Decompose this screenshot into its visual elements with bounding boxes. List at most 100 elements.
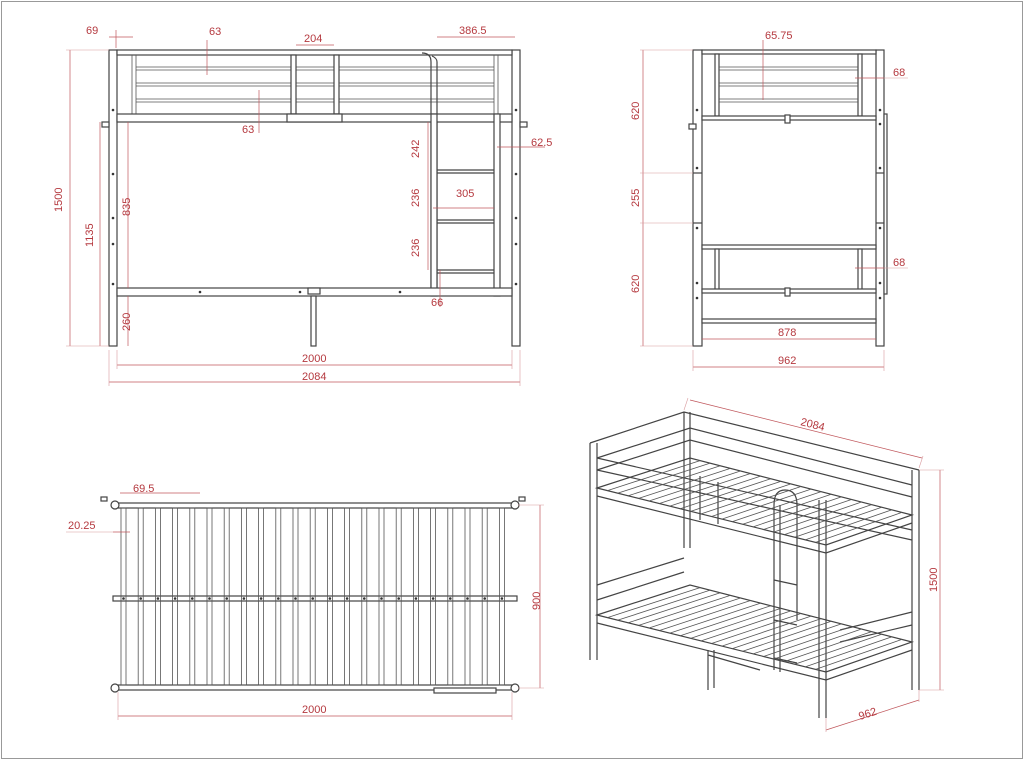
iso-slat [648,597,741,629]
dim-rung-top: 242 [410,140,422,158]
slat-screw [466,597,469,600]
dim-inner-length: 2000 [302,353,326,365]
dim-iso-height: 1500 [928,568,940,592]
dim-bed-clearance: 835 [121,198,133,216]
ladder-left [430,113,438,297]
dim-post-width: 69 [86,25,98,37]
iso-slat [648,470,741,502]
slat-screw [397,597,401,600]
iso-slat [742,493,832,525]
dim-ladder-offset: 386.5 [459,25,487,37]
slat [412,507,419,686]
dim-ladder-foot: 66 [431,297,443,309]
slat-screw [156,597,160,600]
rail-bracket [286,113,343,123]
iso-slat [732,618,822,650]
iso-slat [721,488,812,520]
slat-screw [277,597,280,600]
iso-slat [711,486,802,517]
side-left-post [692,49,703,347]
slat [326,507,333,686]
dim-lower-section: 620 [630,275,642,293]
slat-screw [173,597,177,600]
dim-slat-spacing: 69.5 [133,483,154,495]
slat-screw [345,597,349,600]
slat-screw [191,597,194,600]
iso-slat [607,587,701,618]
iso-slat [732,491,822,523]
dim-iso-length: 2084 [799,416,826,434]
slat [292,507,299,686]
center-leg [310,295,317,347]
left-post [108,49,118,347]
iso-slat [638,594,731,626]
dim-total-height: 1500 [53,188,65,212]
dim-guard-offset-bottom: 68 [893,257,905,269]
top-rail [116,49,513,56]
front-view: 69 63 204 386.5 63 62.5 242 236 305 236 … [53,25,552,386]
dim-middle-section: 255 [630,189,642,207]
dim-total-length: 2084 [302,371,326,383]
dim-rung-spacing-1: 236 [410,189,422,207]
slat [309,507,316,686]
iso-slat [628,592,721,624]
dim-upper-bed-height: 1135 [84,223,96,247]
iso-slat [773,628,862,660]
dim-total-width: 962 [778,355,796,367]
side-right-post [875,49,885,347]
slat [172,507,179,686]
slat-screw [328,597,332,600]
slat-screw [311,597,315,600]
dim-rail-spacing-top: 63 [209,26,221,38]
dim-lower-bed-height: 260 [121,313,133,331]
slat [154,507,161,686]
iso-slat [721,615,812,647]
iso-slat [690,607,781,639]
iso-slat [680,605,771,637]
iso-slat [638,467,731,499]
dim-upper-section: 620 [630,102,642,120]
iso-slat [784,631,872,663]
slat [120,507,127,686]
slat-screw [483,597,487,600]
dim-slat-length: 2000 [302,704,326,716]
slat-screw [431,597,435,600]
iso-slat [659,600,751,631]
slat-screw [294,597,297,600]
side-view: 65.75 68 620 255 620 68 878 962 [630,30,908,371]
iso-slat [753,623,842,655]
slat [498,507,505,686]
slat [137,507,144,686]
slat [464,507,471,686]
slat [430,507,437,686]
slat [189,507,196,686]
iso-slat [617,462,711,494]
slat [395,507,402,686]
iso-slat [628,465,721,497]
slat [447,507,454,686]
iso-slat [763,626,852,657]
dim-side-rail-spacing: 65.75 [765,30,793,42]
slat [344,507,351,686]
slat-screw [225,597,228,600]
dim-guard-offset-top: 68 [893,67,905,79]
iso-slat [794,506,882,538]
iso-slat [700,610,792,642]
dim-rail-spacing-bottom: 63 [242,124,254,136]
iso-slat [617,589,711,621]
slat-screw [380,597,383,600]
dim-ladder-width: 305 [456,188,474,200]
iso-slat [711,613,802,644]
slat-screw [259,597,263,600]
iso-slat [815,639,903,670]
dim-ladder-top-width: 204 [304,33,322,45]
slat-screw [500,597,504,600]
iso-slat [815,512,903,543]
slat [481,507,488,686]
dim-iso-width: 962 [857,706,878,723]
iso-slat [763,499,852,530]
slat-screw [139,597,142,600]
iso-slat [669,475,761,507]
iso-slat [805,636,892,668]
